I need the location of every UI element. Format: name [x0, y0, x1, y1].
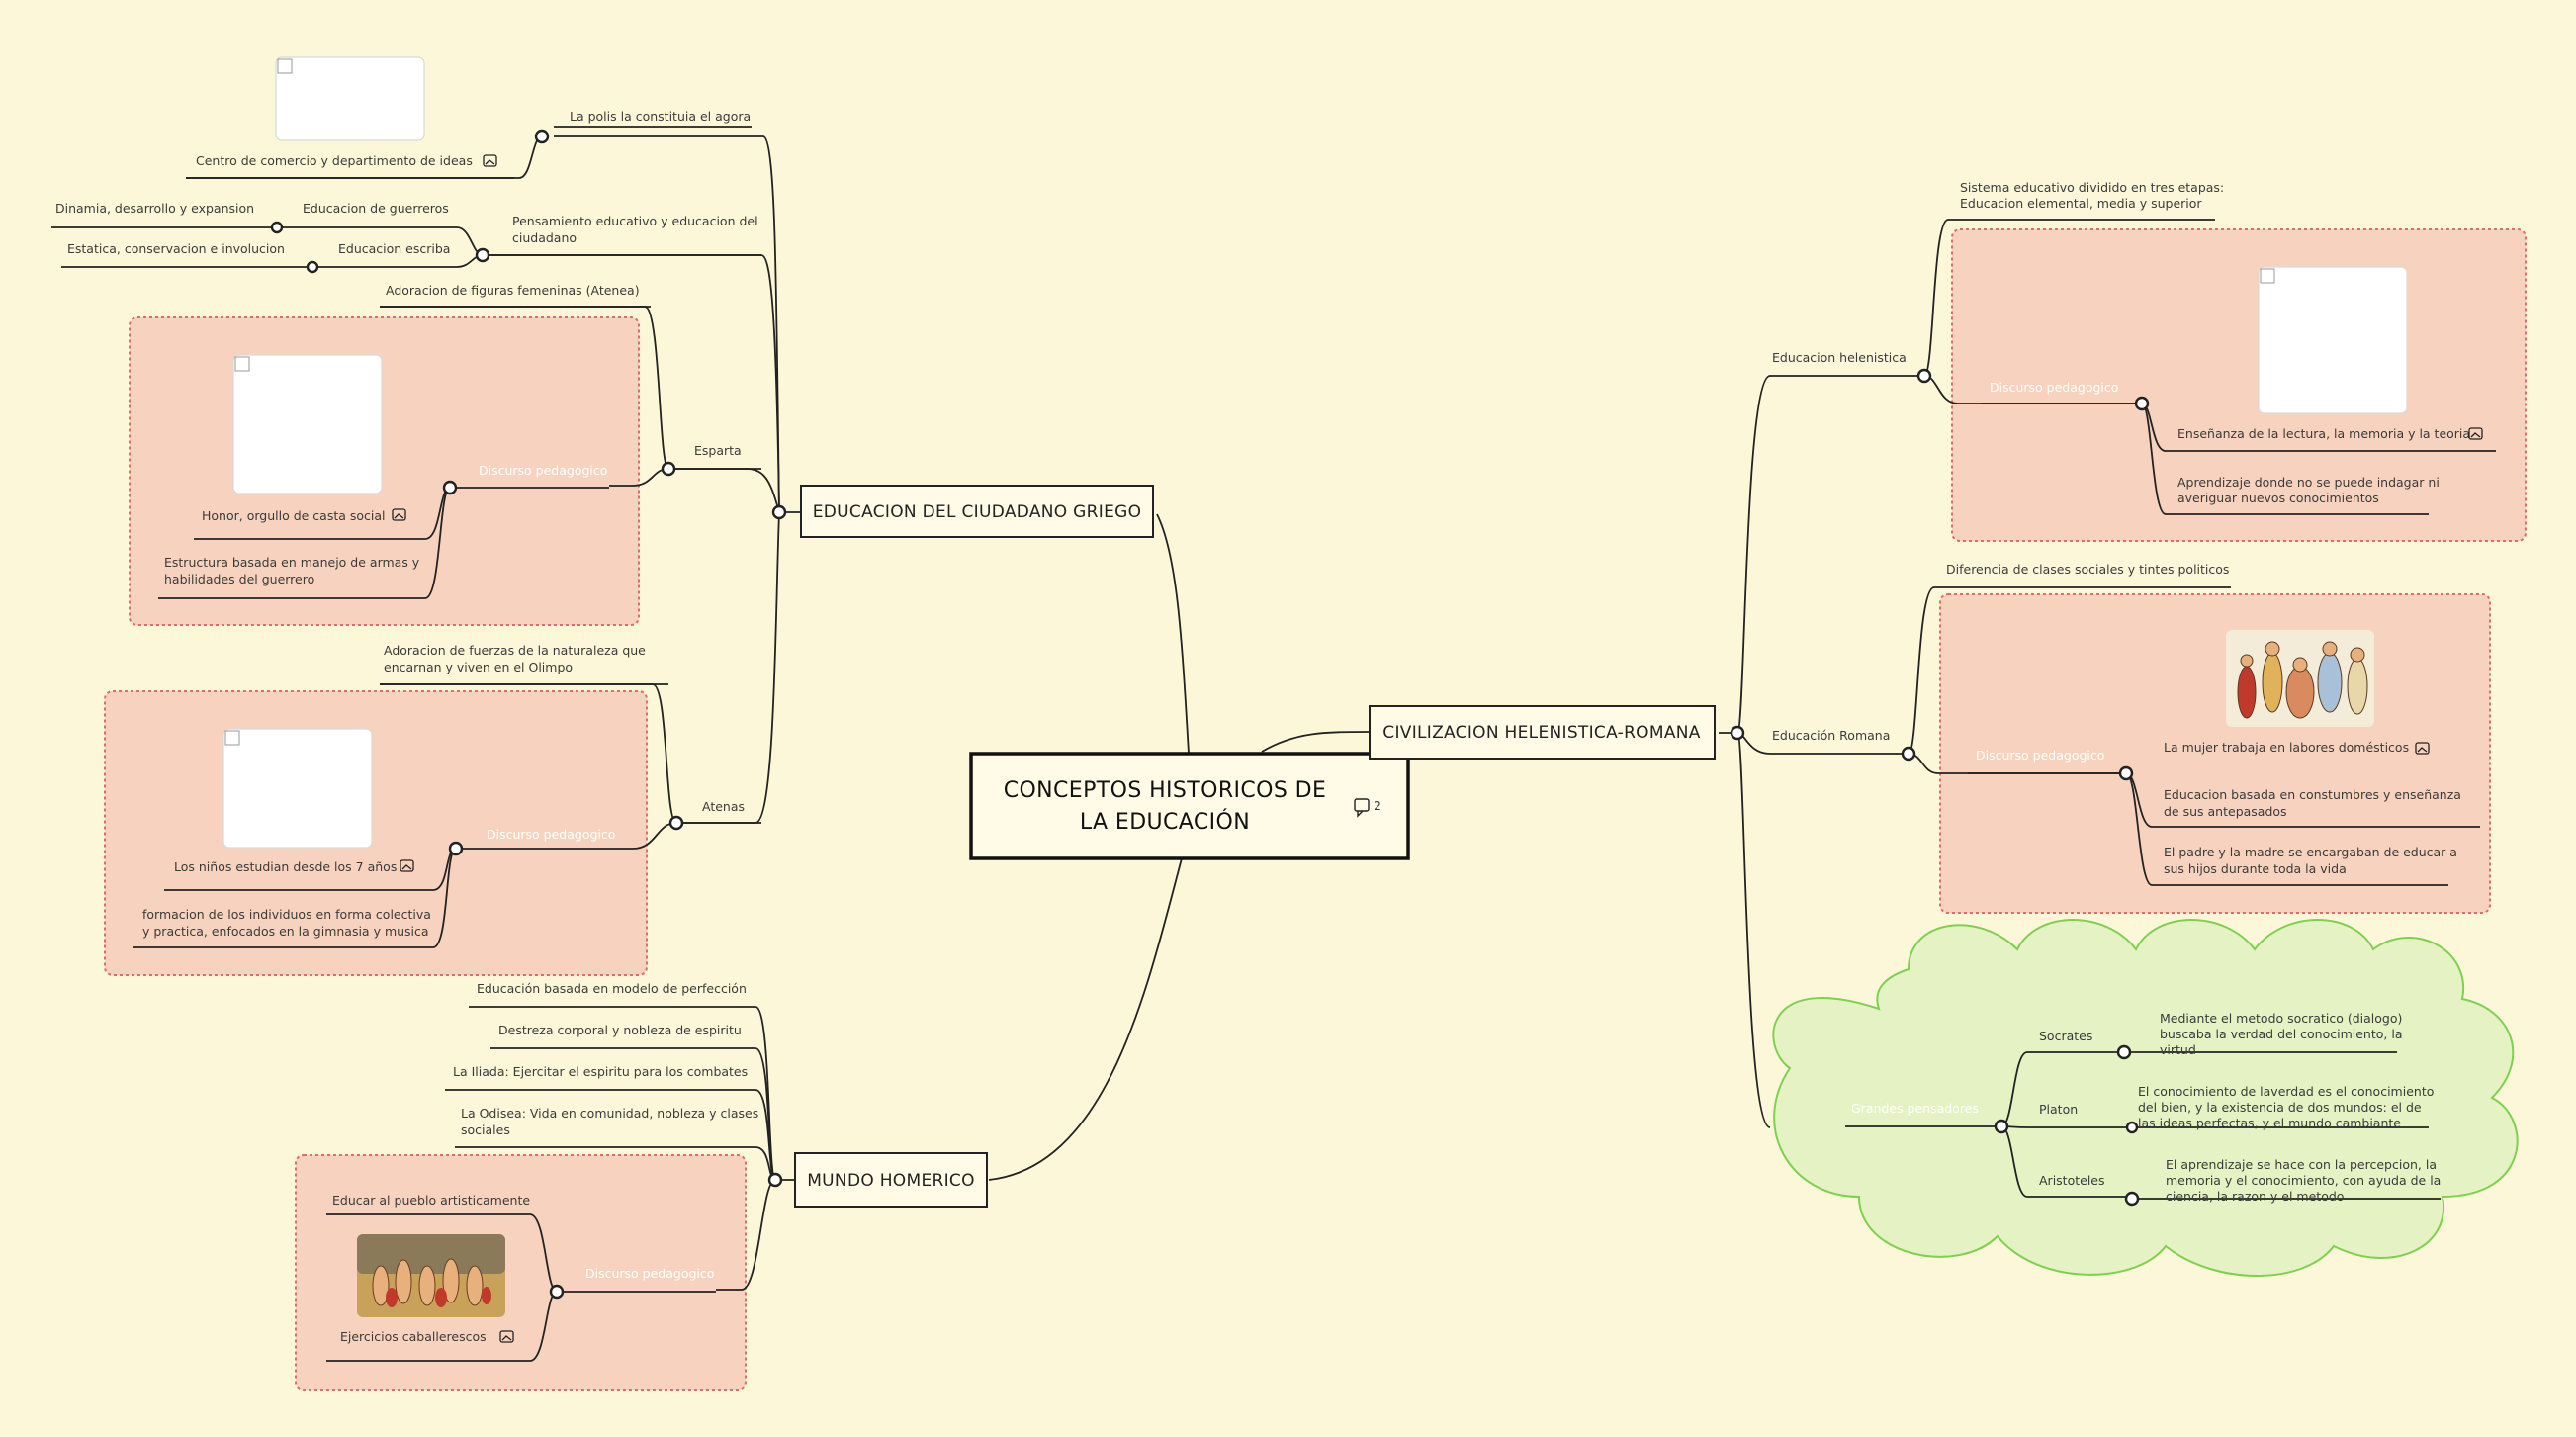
- homerico-discurso-label: Discurso pedagogico: [585, 1266, 714, 1281]
- pensamiento-label-2: ciudadano: [512, 230, 577, 245]
- adoracion-nat-label-1: Adoracion de fuerzas de la naturaleza qu…: [384, 643, 646, 658]
- platon-desc-2: del bien, y la existencia de dos mundos:…: [2138, 1100, 2422, 1115]
- central-title-line1: CONCEPTOS HISTORICOS DE: [1004, 778, 1327, 803]
- griego-topic-title: EDUCACION DEL CIUDADANO GRIEGO: [813, 502, 1142, 522]
- homerico-topic-title: MUNDO HOMERICO: [807, 1171, 975, 1191]
- aristoteles-desc-3: ciencia, la razon y el metodo: [2166, 1189, 2344, 1204]
- homerico-topic-box[interactable]: [794, 1152, 988, 1208]
- central-topic-box[interactable]: [969, 752, 1410, 860]
- helenistica-discurso-label: Discurso pedagogico: [1990, 380, 2118, 395]
- adoracion-nat-label-2: encarnan y viven en el Olimpo: [384, 660, 573, 674]
- estructura-label-1: Estructura basada en manejo de armas y: [164, 555, 420, 570]
- ninos-label: Los niños estudian desde los 7 años: [174, 859, 397, 874]
- platon-label: Platon: [2039, 1102, 2078, 1117]
- sistema-label-2: Educacion elemental, media y superior: [1960, 196, 2202, 211]
- junction-nodes[interactable]: [270, 129, 2150, 1300]
- pensadores-cloud: [1772, 919, 2519, 1277]
- socrates-desc-1: Mediante el metodo socratico (dialogo): [2160, 1011, 2402, 1026]
- helenistica-topic-box[interactable]: [1369, 705, 1716, 760]
- padre-label-1: El padre y la madre se encargaban de edu…: [2164, 845, 2457, 859]
- comment-count[interactable]: 2: [1374, 798, 1381, 813]
- aristoteles-desc-2: memoria y el conocimiento, con ayuda de …: [2166, 1173, 2441, 1188]
- estructura-label-2: habilidades del guerrero: [164, 572, 314, 586]
- esparta-discurso-label: Discurso pedagogico: [479, 463, 607, 478]
- ejercicios-label: Ejercicios caballerescos: [340, 1329, 487, 1344]
- image-icon[interactable]: [392, 154, 2483, 1343]
- griego-topic-box[interactable]: [800, 485, 1154, 538]
- polis-label: La polis la constituia el agora: [570, 109, 751, 124]
- helenistica-topic-title: CIVILIZACION HELENISTICA-ROMANA: [1382, 723, 1700, 743]
- family-picture: [2226, 630, 2374, 727]
- pensamiento-label-1: Pensamiento educativo y educacion del: [512, 214, 758, 228]
- esparta-label: Esparta: [694, 443, 742, 458]
- adoracion-fem-label: Adoracion de figuras femeninas (Atenea): [386, 283, 640, 298]
- socrates-label: Socrates: [2039, 1029, 2092, 1043]
- grandes-pensadores-label: Grandes pensadores: [1851, 1101, 1979, 1116]
- romana-discurso-label: Discurso pedagogico: [1976, 748, 2104, 763]
- formacion-label-2: y practica, enfocados en la gimnasia y m…: [142, 924, 429, 939]
- estatica-label: Estatica, conservacion e involucion: [67, 241, 285, 256]
- edu-romana-label: Educación Romana: [1772, 728, 1890, 743]
- ensenanza-label: Enseñanza de la lectura, la memoria y la…: [2177, 426, 2470, 441]
- educar-label: Educar al pueblo artisticamente: [332, 1193, 530, 1208]
- centro-label: Centro de comercio y departimento de ide…: [196, 153, 473, 168]
- esparta-image-placeholder: [232, 354, 383, 494]
- destreza-label: Destreza corporal y nobleza de espiritu: [498, 1023, 742, 1037]
- socrates-desc-3: virtud: [2160, 1042, 2196, 1057]
- odisea-label-1: La Odisea: Vida en comunidad, nobleza y …: [461, 1106, 758, 1121]
- perfeccion-label: Educación basada en modelo de perfección: [477, 981, 747, 996]
- dinamia-label: Dinamia, desarrollo y expansion: [55, 201, 254, 216]
- central-title-line2: LA EDUCACIÓN: [1080, 809, 1250, 835]
- socrates-desc-2: buscaba la verdad del conocimiento, la: [2160, 1027, 2402, 1041]
- platon-desc-3: las ideas perfectas, y el mundo cambiant…: [2138, 1116, 2401, 1130]
- honor-label: Honor, orgullo de casta social: [202, 508, 386, 523]
- costumbres-label-2: de sus antepasados: [2164, 804, 2287, 819]
- platon-desc-1: El conocimiento de laverdad es el conoci…: [2138, 1084, 2434, 1099]
- edu-helenistica-label: Educacion helenistica: [1772, 350, 1907, 365]
- atenas-discurso-label: Discurso pedagogico: [487, 827, 615, 842]
- helenistica-image-placeholder: [2258, 266, 2408, 414]
- escriba-label: Educacion escriba: [338, 241, 450, 256]
- atenas-image-placeholder: [222, 728, 373, 849]
- padre-label-2: sus hijos durante toda la vida: [2164, 861, 2347, 876]
- aristoteles-desc-1: El aprendizaje se hace con la percepcion…: [2166, 1157, 2437, 1172]
- costumbres-label-1: Educacion basada en constumbres y enseña…: [2164, 787, 2461, 802]
- aprendizaje-label-2: averiguar nuevos conocimientos: [2177, 491, 2379, 505]
- polis-image-placeholder: [275, 56, 425, 141]
- iliada-label: La Iliada: Ejercitar el espiritu para lo…: [453, 1064, 748, 1079]
- broken-image-icon: [224, 58, 2275, 746]
- aprendizaje-label-1: Aprendizaje donde no se puede indagar ni: [2177, 475, 2440, 490]
- odisea-label-2: sociales: [461, 1123, 510, 1137]
- diferencia-label: Diferencia de clases sociales y tintes p…: [1946, 562, 2229, 577]
- guerreros-label: Educacion de guerreros: [303, 201, 449, 216]
- formacion-label-1: formacion de los individuos en forma col…: [142, 907, 431, 922]
- mujer-label: La mujer trabaja en labores domésticos: [2164, 740, 2409, 755]
- atenas-label: Atenas: [702, 799, 745, 814]
- aristoteles-label: Aristoteles: [2039, 1173, 2105, 1188]
- dancers-picture: [357, 1234, 505, 1317]
- sistema-label-1: Sistema educativo dividido en tres etapa…: [1960, 180, 2224, 195]
- comment-icon[interactable]: [1354, 798, 1370, 818]
